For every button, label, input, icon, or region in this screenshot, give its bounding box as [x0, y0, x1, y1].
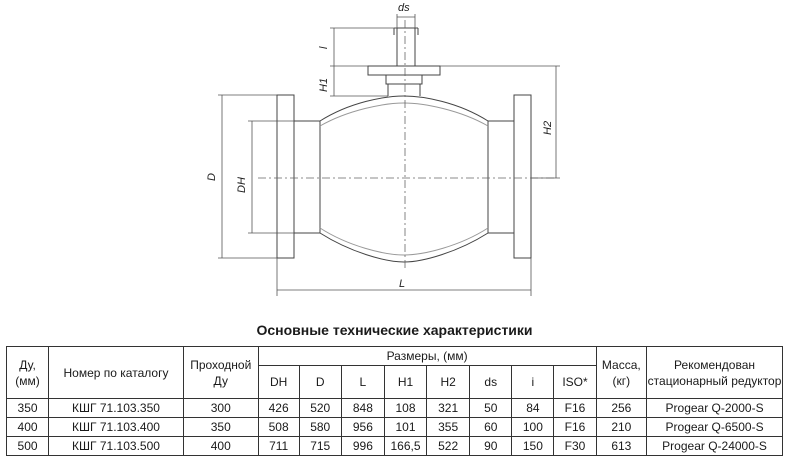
subheader-h2: H2 [426, 365, 471, 399]
cell-du: 500 [5, 436, 50, 456]
cell-bore: 400 [182, 436, 259, 456]
label-d: D [206, 173, 218, 181]
left-flange-hub [293, 120, 321, 234]
header-bore: Проходной Ду [182, 346, 259, 399]
cell-du: 350 [5, 398, 50, 418]
cell-h1: 166,5 [383, 436, 428, 456]
cell-i: 84 [511, 398, 555, 418]
cell-h1: 101 [383, 417, 428, 437]
valve-body [319, 95, 489, 263]
valve-drawing: ds l H1 H2 D DH L [206, 2, 560, 296]
subheader-l: L [340, 365, 385, 399]
cell-i: 150 [511, 436, 555, 456]
label-L: L [399, 278, 405, 290]
left-flange [276, 94, 295, 259]
cell-mass: 210 [595, 417, 648, 437]
table-caption: Основные технические характеристики [256, 322, 533, 338]
cell-ds: 60 [469, 417, 513, 437]
subheader-h1: H1 [383, 365, 428, 399]
cell-bore: 300 [182, 398, 259, 418]
right-flange-hub [487, 120, 515, 234]
valve-neck [387, 83, 421, 96]
subheader-dh: DH [257, 365, 300, 399]
cell-catalog: КШГ 71.103.350 [48, 398, 184, 418]
table-row: 400 КШГ 71.103.400 350 508 580 956 101 3… [5, 417, 783, 437]
cell-d: 580 [298, 417, 342, 437]
cell-l: 996 [340, 436, 385, 456]
cell-mass: 613 [595, 436, 648, 456]
cell-d: 715 [298, 436, 342, 456]
cell-l: 848 [340, 398, 385, 418]
cell-h2: 321 [426, 398, 471, 418]
specs-table: Ду, (мм) Номер по каталогу Проходной Ду … [5, 346, 783, 456]
cell-bore: 350 [182, 417, 259, 437]
cell-gear: Progear Q-6500-S [646, 417, 783, 437]
label-h2: H2 [542, 121, 554, 135]
cell-iso: F16 [553, 398, 597, 418]
top-flange [367, 65, 441, 76]
cell-ds: 90 [469, 436, 513, 456]
table-row: 350 КШГ 71.103.350 300 426 520 848 108 3… [5, 398, 783, 418]
cell-i: 100 [511, 417, 555, 437]
cell-dh: 426 [257, 398, 300, 418]
cell-du: 400 [5, 417, 50, 437]
subheader-ds: ds [469, 365, 513, 399]
cell-h2: 522 [426, 436, 471, 456]
cell-mass: 256 [595, 398, 648, 418]
label-dh: DH [236, 177, 248, 193]
label-h1: H1 [318, 78, 330, 92]
cell-catalog: КШГ 71.103.500 [48, 436, 184, 456]
valve-stem [396, 27, 416, 67]
header-du: Ду, (мм) [5, 346, 50, 399]
cell-gear: Progear Q-2000-S [646, 398, 783, 418]
header-sizes: Размеры, (мм) [257, 346, 597, 366]
cell-iso: F30 [553, 436, 597, 456]
table-row: 500 КШГ 71.103.500 400 711 715 996 166,5… [5, 436, 783, 456]
cell-h2: 355 [426, 417, 471, 437]
header-mass: Масса, (кг) [595, 346, 648, 399]
right-flange [513, 94, 532, 259]
label-l: l [318, 46, 330, 49]
cell-catalog: КШГ 71.103.400 [48, 417, 184, 437]
cell-l: 956 [340, 417, 385, 437]
cell-iso: F16 [553, 417, 597, 437]
subheader-i: i [511, 365, 555, 399]
header-gear: Рекомендован стационарный редуктор [646, 346, 783, 399]
cell-gear: Progear Q-24000-S [646, 436, 783, 456]
label-ds: ds [398, 2, 410, 14]
cell-dh: 508 [257, 417, 300, 437]
cell-h1: 108 [383, 398, 428, 418]
subheader-iso: ISO* [553, 365, 597, 399]
subheader-d: D [298, 365, 342, 399]
header-catalog: Номер по каталогу [48, 346, 184, 399]
cell-ds: 50 [469, 398, 513, 418]
cell-d: 520 [298, 398, 342, 418]
cell-dh: 711 [257, 436, 300, 456]
